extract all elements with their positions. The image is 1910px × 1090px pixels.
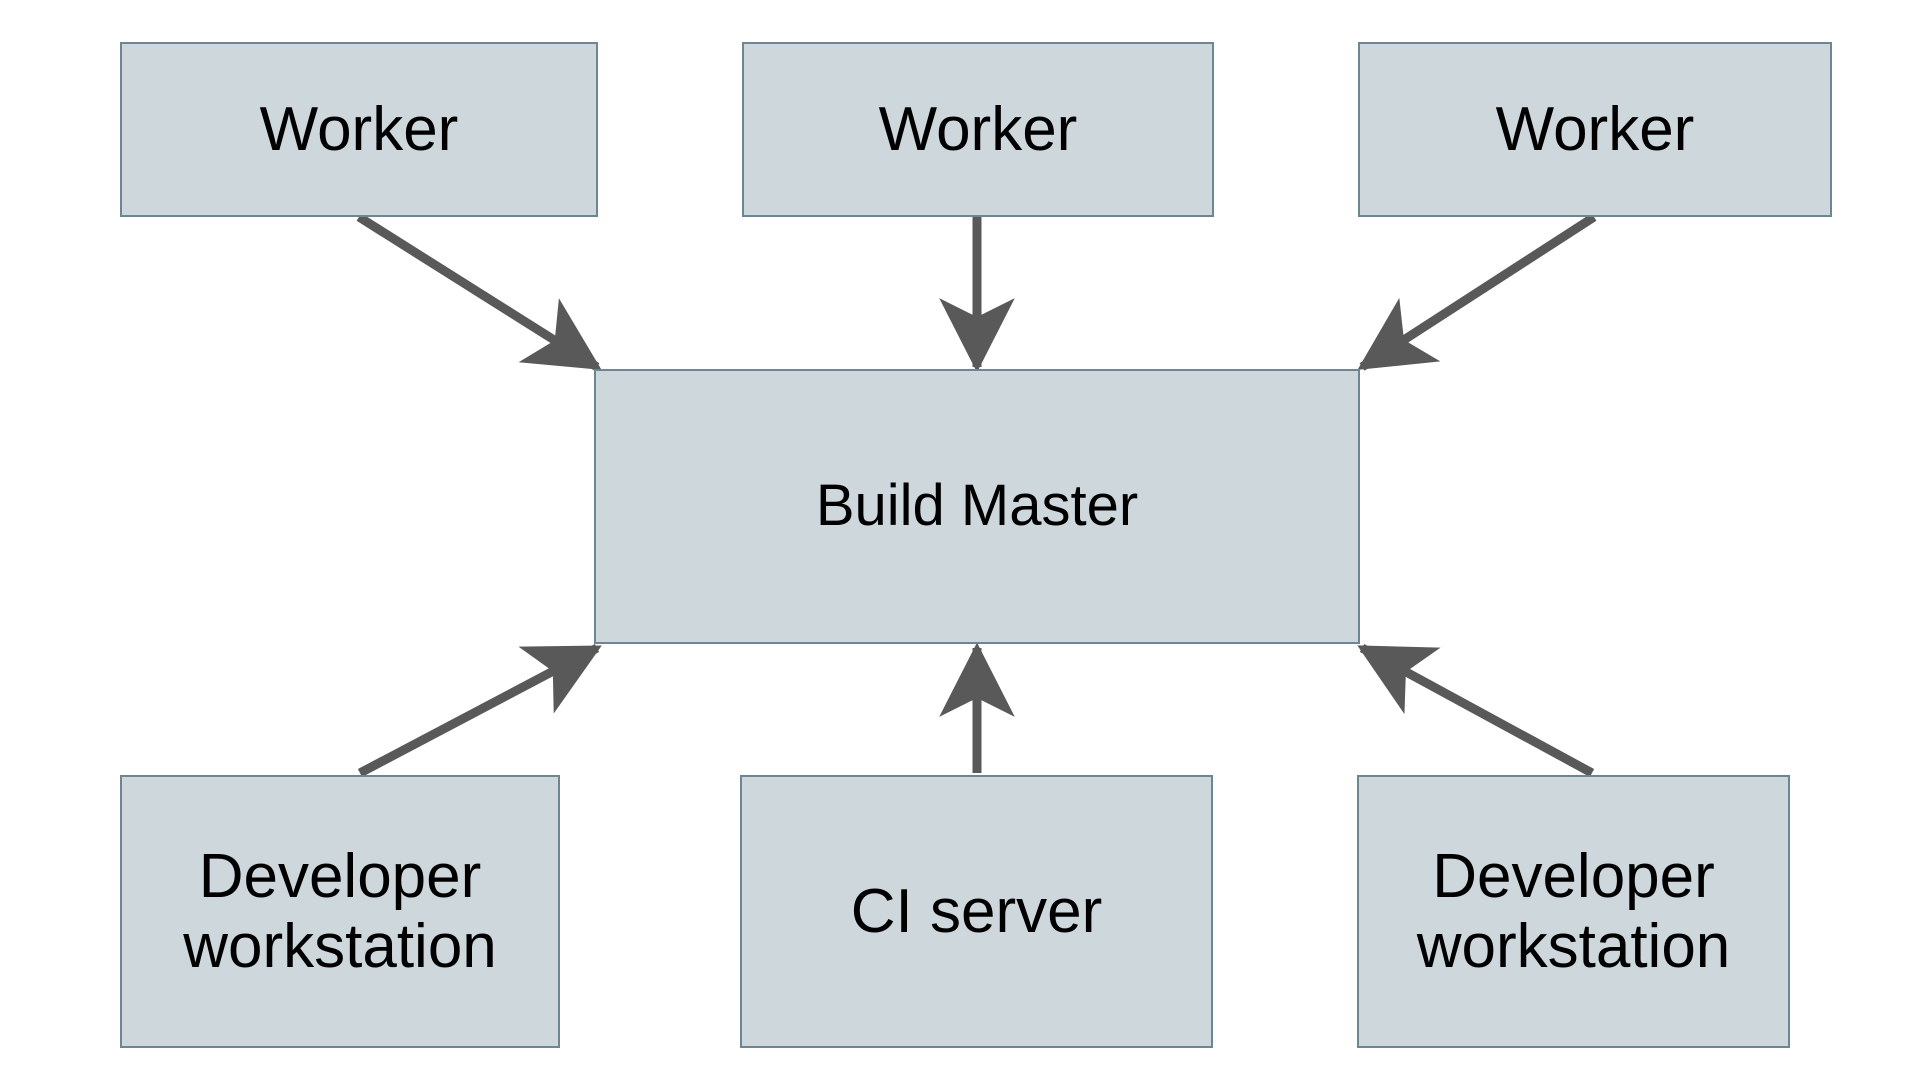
node-worker-1-label: Worker — [259, 94, 459, 164]
node-worker-2[interactable]: Worker — [742, 42, 1214, 217]
node-worker-2-label: Worker — [878, 94, 1078, 164]
node-worker-1[interactable]: Worker — [120, 42, 598, 217]
node-ci-server-label: CI server — [850, 876, 1103, 946]
edge-dev-right-to-build-master — [1357, 644, 1595, 777]
node-developer-workstation-right-label: Developer workstation — [1416, 842, 1731, 981]
node-developer-workstation-left[interactable]: Developer workstation — [120, 775, 560, 1048]
node-worker-3[interactable]: Worker — [1358, 42, 1832, 217]
node-ci-server[interactable]: CI server — [740, 775, 1213, 1048]
node-developer-workstation-right[interactable]: Developer workstation — [1357, 775, 1790, 1048]
edge-worker-1-to-build-master — [356, 213, 602, 371]
edge-dev-left-to-build-master — [357, 644, 602, 777]
node-developer-workstation-left-label: Developer workstation — [183, 842, 497, 981]
edge-worker-3-to-build-master — [1357, 213, 1597, 371]
node-worker-3-label: Worker — [1495, 94, 1695, 164]
node-build-master-label: Build Master — [815, 473, 1139, 539]
node-build-master[interactable]: Build Master — [594, 369, 1360, 644]
